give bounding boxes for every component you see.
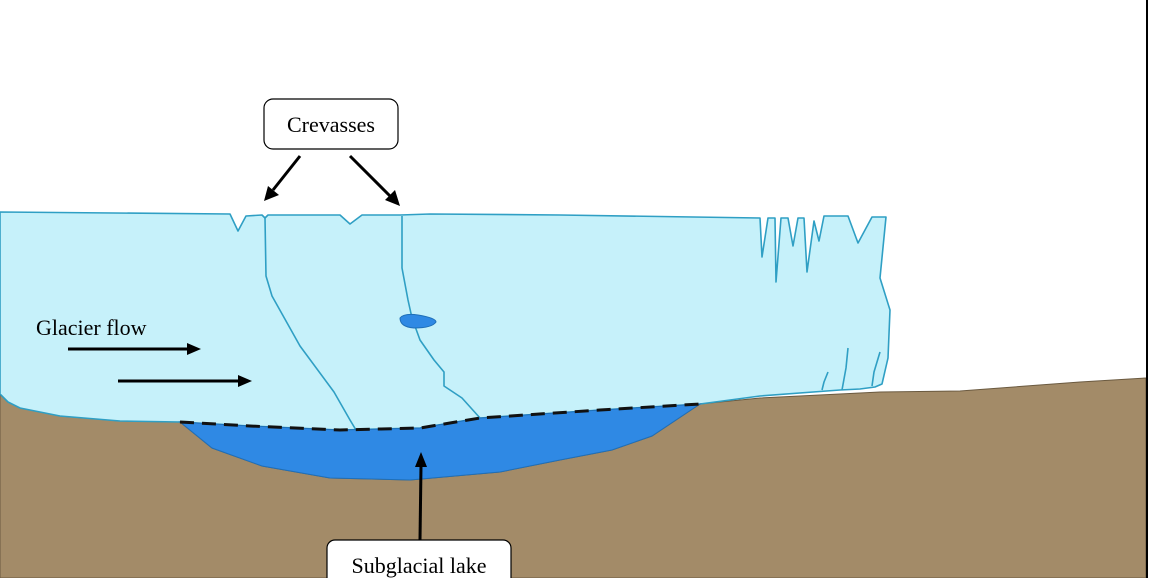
- crevasses-label: Crevasses: [287, 112, 375, 137]
- subglacial-lake-arrow: [415, 452, 427, 541]
- meltwater-pocket: [399, 313, 437, 329]
- crevasses-arrow-left: [264, 155, 302, 201]
- glacier-flow-arrow-bottom: [118, 375, 252, 387]
- crevasses-label-box: [263, 98, 399, 150]
- crevasse-center-crack: [401, 216, 481, 419]
- subglacial-lake-callout: Subglacial lake: [326, 539, 512, 578]
- glacier-flow-label: Glacier flow: [36, 315, 147, 340]
- subglacial-lake-label-box: [326, 539, 512, 578]
- crevasses-callout: Crevasses: [263, 98, 399, 150]
- subglacial-lake-label: Subglacial lake: [351, 553, 486, 578]
- glacier-flow-arrow-top: [68, 343, 201, 355]
- crevasse-left-crack: [264, 217, 357, 431]
- ice-base-dashed-line: [179, 402, 701, 432]
- right-crack-a: [841, 347, 849, 391]
- crevasses-arrow-right: [348, 154, 400, 206]
- right-crack-c: [871, 351, 881, 387]
- right-crack-b: [821, 371, 829, 391]
